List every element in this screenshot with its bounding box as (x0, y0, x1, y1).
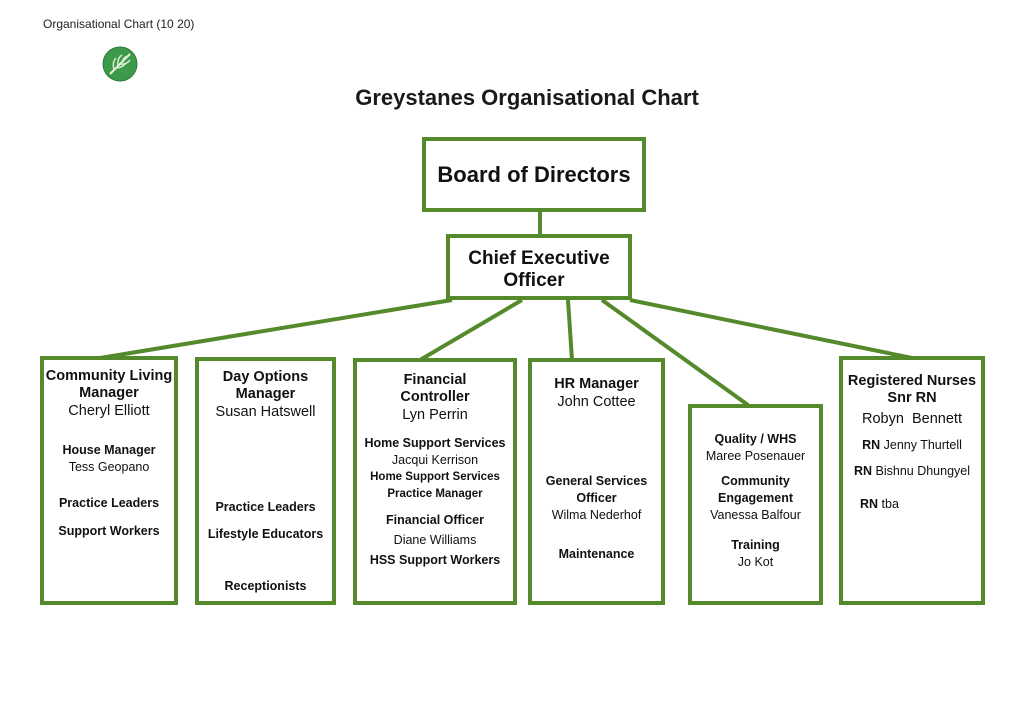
practice-leaders-label: Practice Leaders (58, 496, 160, 510)
rn-label-1: RN (862, 438, 881, 452)
leaf-logo-icon (102, 46, 138, 82)
rn-label-2: RN (853, 464, 873, 478)
ceo-label-line2: Officer (503, 270, 565, 291)
community-engagement-line2: Engagement (717, 491, 793, 505)
house-manager-label: House Manager (62, 443, 156, 457)
financial-controller-box: Financial Controller Lyn Perrin Home Sup… (353, 358, 517, 605)
lifestyle-educators-label: Lifestyle Educators (207, 527, 324, 541)
quality-whs-box: Quality / WHS Maree Posenauer Community … (688, 404, 823, 605)
ceo-label-line1: Chief Executive (468, 248, 610, 269)
hr-title: HR Manager (554, 376, 639, 392)
hr-manager-name: John Cottee (557, 394, 636, 410)
hss-practice-manager-line1: Home Support Services (370, 471, 500, 483)
ceo-box: Chief Executive Officer (446, 234, 632, 300)
day-title-line2: Manager (235, 386, 296, 402)
financial-officer-name: Diane Williams (393, 533, 477, 547)
rn-label-3: RN (860, 497, 879, 511)
community-living-box: Community Living Manager Cheryl Elliott … (40, 356, 178, 605)
day-title-line1: Day Options (222, 369, 309, 385)
rn-name-2: Bishnu Dhungyel (872, 464, 971, 478)
rn-name-1: Jenny Thurtell (880, 438, 962, 452)
day-manager-name: Susan Hatswell (215, 404, 316, 420)
rn-entry-1: RN Jenny Thurtell (843, 437, 981, 454)
hr-manager-box: HR Manager John Cottee General Services … (528, 358, 665, 605)
finance-manager-name: Lyn Perrin (402, 407, 468, 423)
finance-title-line2: Controller (400, 389, 470, 405)
training-name: Jo Kot (737, 555, 774, 569)
day-options-box: Day Options Manager Susan Hatswell Pract… (195, 357, 336, 605)
day-practice-leaders-label: Practice Leaders (215, 500, 316, 514)
training-label: Training (731, 538, 780, 552)
support-workers-label: Support Workers (58, 524, 160, 538)
hss-practice-manager-line2: Practice Manager (387, 488, 483, 500)
chart-title: Greystanes Organisational Chart (355, 85, 699, 110)
community-manager-name: Cheryl Elliott (68, 403, 150, 419)
quality-whs-label: Quality / WHS (714, 432, 797, 446)
registered-nurses-box: Registered Nurses Snr RN Robyn Bennett R… (839, 356, 985, 605)
maintenance-label: Maintenance (558, 547, 635, 561)
financial-officer-label: Financial Officer (386, 513, 484, 527)
community-engagement-name: Vanessa Balfour (710, 508, 801, 522)
gso-title-line1: General Services (545, 474, 648, 488)
hss-name: Jacqui Kerrison (391, 453, 479, 467)
gso-title-line2: Officer (576, 491, 617, 505)
rn-name-3: tba (878, 497, 899, 511)
rn-entry-2: RN Bishnu Dhungyel (843, 463, 981, 480)
snr-rn-name: Robyn Bennett (862, 411, 962, 427)
community-engagement-line1: Community (721, 474, 790, 488)
document-header: Organisational Chart (10 20) (43, 17, 195, 31)
gso-name: Wilma Nederhof (551, 508, 642, 522)
community-title-line2: Manager (79, 385, 139, 401)
rn-entry-3: RN tba (843, 496, 981, 513)
board-label: Board of Directors (437, 161, 631, 187)
hss-label: Home Support Services (364, 436, 506, 450)
quality-whs-name: Maree Posenauer (705, 449, 806, 463)
receptionists-label: Receptionists (224, 579, 307, 593)
hss-support-workers-label: HSS Support Workers (369, 553, 501, 567)
finance-title-line1: Financial (403, 372, 467, 388)
board-of-directors-box: Board of Directors (422, 137, 646, 212)
nurses-title-line2: Snr RN (887, 390, 937, 406)
community-title-line1: Community Living (45, 368, 173, 384)
nurses-title-line1: Registered Nurses (847, 373, 977, 389)
house-manager-name: Tess Geopano (68, 460, 150, 474)
